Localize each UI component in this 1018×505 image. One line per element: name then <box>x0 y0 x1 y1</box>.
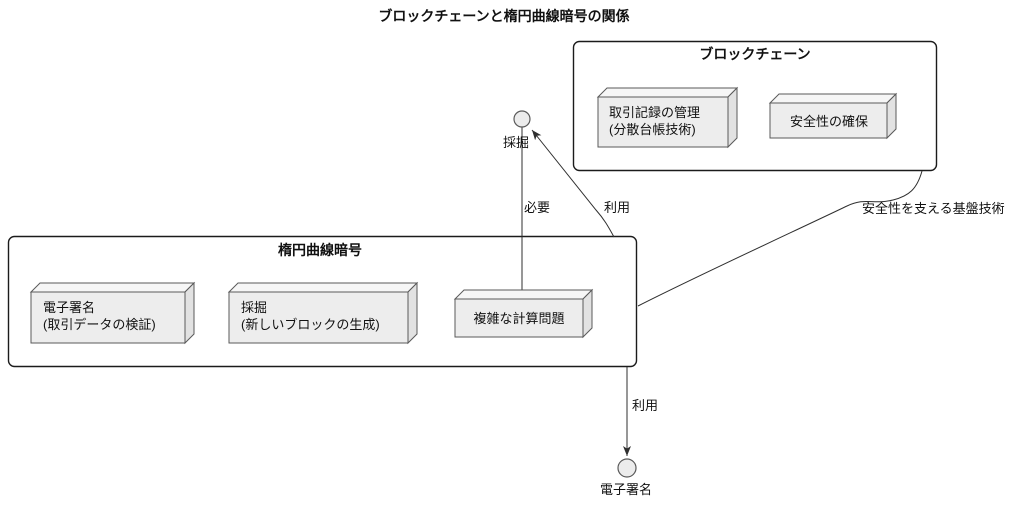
node-label-line: (新しいブロックの生成) <box>241 317 380 332</box>
edge-uses-top-arrow <box>531 129 615 238</box>
interface-circle-mining <box>513 110 531 128</box>
node-complex-problems <box>453 288 594 339</box>
edge-label-uses-top: 利用 <box>604 200 631 215</box>
node-label-line: 複雑な計算問題 <box>473 311 565 326</box>
node-front-face <box>454 298 584 338</box>
node-right-face <box>582 288 593 339</box>
node-label-line: (分散台帳技術) <box>609 122 696 137</box>
node-label-line: 安全性の確保 <box>789 114 869 129</box>
edge-label-required: 必要 <box>524 200 551 215</box>
node-right-face <box>407 281 418 345</box>
node-label-line: 採掘 <box>241 300 268 315</box>
node-transaction-records <box>596 86 739 149</box>
node-top-face <box>596 87 739 98</box>
edge-foundation-line <box>637 170 923 307</box>
node-right-face <box>184 281 195 345</box>
node-label-mining: 採掘 (新しいブロックの生成) <box>241 299 380 333</box>
interface-label-digital-signature: 電子署名 <box>599 482 653 497</box>
node-label-transaction-records: 取引記録の管理 (分散台帳技術) <box>609 104 700 138</box>
diagram-title: ブロックチェーンと楕円曲線暗号の関係 <box>378 8 630 24</box>
edge-label-uses-bottom: 利用 <box>632 398 659 413</box>
node-label-line: 取引記録の管理 <box>609 105 701 120</box>
interface-label-mining: 採掘 <box>503 135 530 150</box>
node-security-assurance <box>768 92 898 140</box>
node-top-face <box>768 93 898 104</box>
interface-circle-digital-signature <box>617 458 637 478</box>
node-label-security-assurance: 安全性の確保 <box>790 113 868 130</box>
node-digital-signature <box>29 281 196 345</box>
node-label-complex-problems: 複雑な計算問題 <box>473 310 564 327</box>
node-top-face <box>29 282 196 293</box>
edge-label-foundation: 安全性を支える基盤技術 <box>862 201 1005 216</box>
node-top-face <box>227 282 419 293</box>
node-front-face <box>769 102 888 139</box>
node-mining <box>227 281 419 345</box>
node-right-face <box>727 86 738 149</box>
node-front-face <box>30 291 186 344</box>
node-top-face <box>453 289 594 300</box>
package-title-ecc: 楕円曲線暗号 <box>278 242 362 258</box>
node-front-face <box>597 96 729 148</box>
node-label-digital-signature: 電子署名 (取引データの検証) <box>43 299 156 333</box>
node-label-line: 電子署名 <box>43 300 96 315</box>
package-title-blockchain: ブロックチェーン <box>699 46 811 62</box>
node-front-face <box>228 291 409 344</box>
node-label-line: (取引データの検証) <box>43 317 156 332</box>
